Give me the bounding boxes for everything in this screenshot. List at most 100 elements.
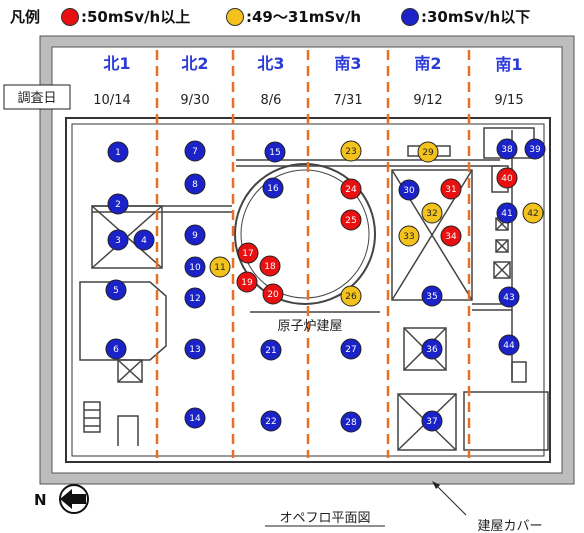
measurement-point-label: 26 xyxy=(345,292,357,302)
measurement-point-label: 3 xyxy=(115,236,121,246)
measurement-point-38: 38 xyxy=(496,138,518,160)
measurement-point-marker xyxy=(340,411,362,433)
measurement-point-29: 29 xyxy=(417,141,439,163)
measurement-point-39: 39 xyxy=(524,138,546,160)
legend-blue-swatch xyxy=(401,8,419,26)
legend-title: 凡例 xyxy=(10,8,41,26)
compass-n-label: N xyxy=(34,491,47,509)
measurement-point-30: 30 xyxy=(398,179,420,201)
measurement-point-marker xyxy=(237,242,259,264)
measurement-point-marker xyxy=(184,140,206,162)
measurement-point-2: 2 xyxy=(107,193,129,215)
measurement-point-marker xyxy=(398,225,420,247)
measurement-point-marker xyxy=(105,279,127,301)
measurement-point-36: 36 xyxy=(421,338,443,360)
measurement-point-marker xyxy=(260,339,282,361)
measurement-point-label: 30 xyxy=(403,186,415,196)
measurement-point-marker xyxy=(262,283,284,305)
measurement-point-28: 28 xyxy=(340,411,362,433)
measurement-point-19: 19 xyxy=(236,271,258,293)
measurement-point-marker xyxy=(260,410,282,432)
compass-arrow-icon xyxy=(60,489,86,509)
legend-yellow-swatch xyxy=(226,8,244,26)
measurement-point-35: 35 xyxy=(421,285,443,307)
measurement-point-1: 1 xyxy=(107,141,129,163)
legend-red-swatch xyxy=(61,8,79,26)
cover-leader-line xyxy=(435,484,467,516)
measurement-point-label: 25 xyxy=(345,216,356,226)
sector-name-n2: 北2 xyxy=(181,54,208,73)
measurement-point-marker xyxy=(440,225,462,247)
survey-date-label-box xyxy=(3,84,71,110)
measurement-point-label: 18 xyxy=(264,262,276,272)
measurement-point-31: 31 xyxy=(440,178,462,200)
sector-date-s2: 9/12 xyxy=(413,93,442,108)
measurement-point-label: 11 xyxy=(214,263,225,273)
measurement-point-8: 8 xyxy=(184,173,206,195)
measurement-point-5: 5 xyxy=(105,279,127,301)
plan-title: オペフロ平面図 xyxy=(279,511,370,526)
measurement-point-marker xyxy=(498,286,520,308)
measurement-point-label: 39 xyxy=(529,145,541,155)
measurement-point-label: 43 xyxy=(503,293,514,303)
measurement-point-label: 14 xyxy=(189,414,201,424)
sector-name-n1: 北1 xyxy=(103,54,130,73)
measurement-point-label: 37 xyxy=(426,417,437,427)
measurement-point-label: 24 xyxy=(345,185,357,195)
measurement-point-marker xyxy=(184,224,206,246)
measurement-point-marker xyxy=(264,141,286,163)
measurement-point-40: 40 xyxy=(496,167,518,189)
measurement-point-label: 16 xyxy=(267,184,279,194)
measurement-point-3: 3 xyxy=(107,229,129,251)
measurement-point-marker xyxy=(498,334,520,356)
sector-headers: 北1 北2 北3 南3 南2 南1 10/14 9/30 8/6 7/31 9/… xyxy=(93,54,523,108)
measurement-point-label: 7 xyxy=(192,147,198,157)
measurement-point-label: 32 xyxy=(426,209,437,219)
measurement-point-32: 32 xyxy=(421,202,443,224)
measurement-point-marker xyxy=(524,138,546,160)
measurement-point-label: 8 xyxy=(192,180,198,190)
measurement-point-marker xyxy=(184,173,206,195)
measurement-point-label: 35 xyxy=(426,292,437,302)
reactor-building-label: 原子炉建屋 xyxy=(277,319,342,334)
measurement-point-marker xyxy=(133,229,155,251)
measurement-point-label: 23 xyxy=(345,147,356,157)
measurement-point-34: 34 xyxy=(440,225,462,247)
measurement-point-label: 13 xyxy=(189,345,200,355)
measurement-point-label: 31 xyxy=(445,185,456,195)
measurement-point-11: 11 xyxy=(209,256,231,278)
measurement-point-label: 5 xyxy=(113,286,119,296)
measurement-point-label: 40 xyxy=(501,174,513,184)
measurement-point-33: 33 xyxy=(398,225,420,247)
measurement-point-41: 41 xyxy=(496,202,518,224)
measurement-point-44: 44 xyxy=(498,334,520,356)
legend-blue-label: :30mSv/h以下 xyxy=(421,8,531,26)
measurement-point-18: 18 xyxy=(259,255,281,277)
measurement-point-label: 44 xyxy=(503,341,515,351)
sector-dividers xyxy=(155,50,471,458)
measurement-point-12: 12 xyxy=(184,287,206,309)
sector-date-s1: 9/15 xyxy=(494,93,523,108)
measurement-point-marker xyxy=(421,285,443,307)
measurement-point-10: 10 xyxy=(184,256,206,278)
measurement-point-label: 17 xyxy=(242,249,253,259)
north-compass: N xyxy=(34,484,89,514)
measurement-point-marker xyxy=(421,202,443,224)
sector-date-s3: 7/31 xyxy=(333,93,362,108)
measurement-point-marker xyxy=(184,287,206,309)
measurement-point-label: 29 xyxy=(422,148,434,158)
measurement-point-marker xyxy=(421,338,443,360)
measurement-point-label: 42 xyxy=(527,209,538,219)
measurement-point-marker xyxy=(340,285,362,307)
measurement-point-label: 2 xyxy=(115,200,121,210)
measurement-point-42: 42 xyxy=(522,202,544,224)
measurement-point-20: 20 xyxy=(262,283,284,305)
sector-date-n3: 8/6 xyxy=(261,93,282,108)
measurement-point-14: 14 xyxy=(184,407,206,429)
cover-leader-arrow-icon xyxy=(432,481,440,489)
measurement-point-25: 25 xyxy=(340,209,362,231)
building-cover-label: 建屋カバー xyxy=(477,519,542,533)
measurement-point-label: 10 xyxy=(189,263,201,273)
sector-name-s3: 南3 xyxy=(334,54,361,73)
